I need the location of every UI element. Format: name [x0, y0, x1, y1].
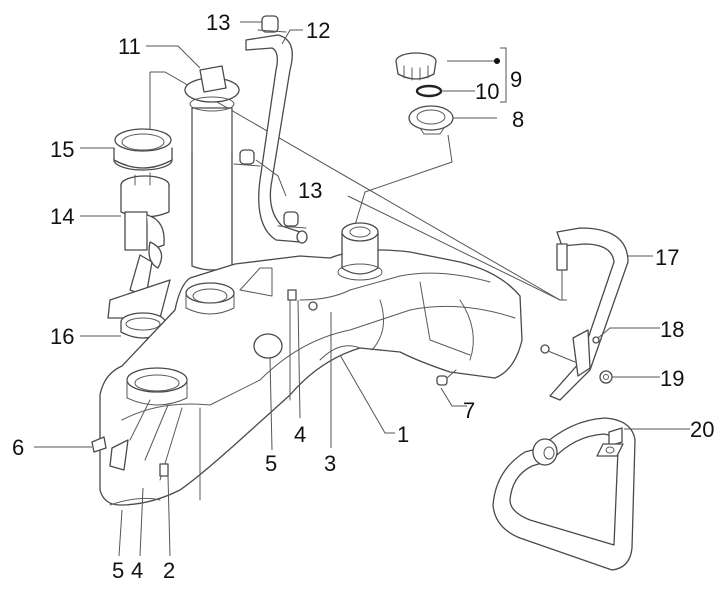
callout-13-top: 13: [206, 10, 230, 35]
hose-clamp-lower[interactable]: [277, 211, 307, 229]
callout-labels: 13 12 11 15 14 16 13 9 10 8 17 18 19 20 …: [12, 10, 714, 583]
hose-clamp-middle[interactable]: [233, 149, 261, 167]
pump-lock-ring[interactable]: [113, 128, 173, 171]
fuel-pump[interactable]: [107, 172, 171, 319]
drain-hose[interactable]: [492, 417, 636, 571]
cap-gasket[interactable]: [415, 84, 443, 98]
callout-10: 10: [475, 79, 499, 104]
hose-bracket[interactable]: [540, 329, 600, 377]
callout-18: 18: [660, 317, 684, 342]
callout-6: 6: [12, 435, 24, 460]
leader-8-to-neck: [351, 134, 453, 236]
callout-12: 12: [306, 18, 330, 43]
callout-2: 2: [163, 558, 175, 583]
callout-leaders: [34, 21, 690, 557]
fuel-level-sender[interactable]: [184, 65, 240, 271]
breather-hose[interactable]: [245, 34, 308, 244]
callout-20: 20: [690, 417, 714, 442]
callout-8: 8: [512, 107, 524, 132]
callout-4-upper: 4: [294, 422, 306, 447]
callout-5-upper: 5: [265, 451, 277, 476]
callout-3: 3: [324, 451, 336, 476]
filler-neck-flange[interactable]: [408, 105, 454, 135]
fuel-cap[interactable]: [395, 52, 437, 81]
leader-11-to-tank: [150, 71, 561, 301]
assembly-dot: [494, 58, 500, 64]
callout-19: 19: [660, 366, 684, 391]
callout-7: 7: [463, 398, 475, 423]
callout-9: 9: [510, 67, 522, 92]
vent-hose[interactable]: [549, 227, 629, 401]
leader-tank-to-17: [347, 195, 567, 301]
callout-14: 14: [50, 204, 74, 229]
fuel-tank[interactable]: [91, 222, 523, 506]
callout-4-lower: 4: [131, 558, 143, 583]
callout-16: 16: [50, 324, 74, 349]
hose-clamp-top[interactable]: [257, 15, 287, 33]
callout-1: 1: [397, 422, 409, 447]
callout-15: 15: [50, 137, 74, 162]
callout-17: 17: [655, 245, 679, 270]
callout-11: 11: [118, 34, 141, 59]
assembly-leaders: [149, 71, 567, 301]
nut[interactable]: [599, 370, 613, 384]
bracket-9: [500, 47, 507, 103]
callout-5-lower: 5: [112, 558, 124, 583]
callout-13-middle: 13: [298, 178, 322, 203]
